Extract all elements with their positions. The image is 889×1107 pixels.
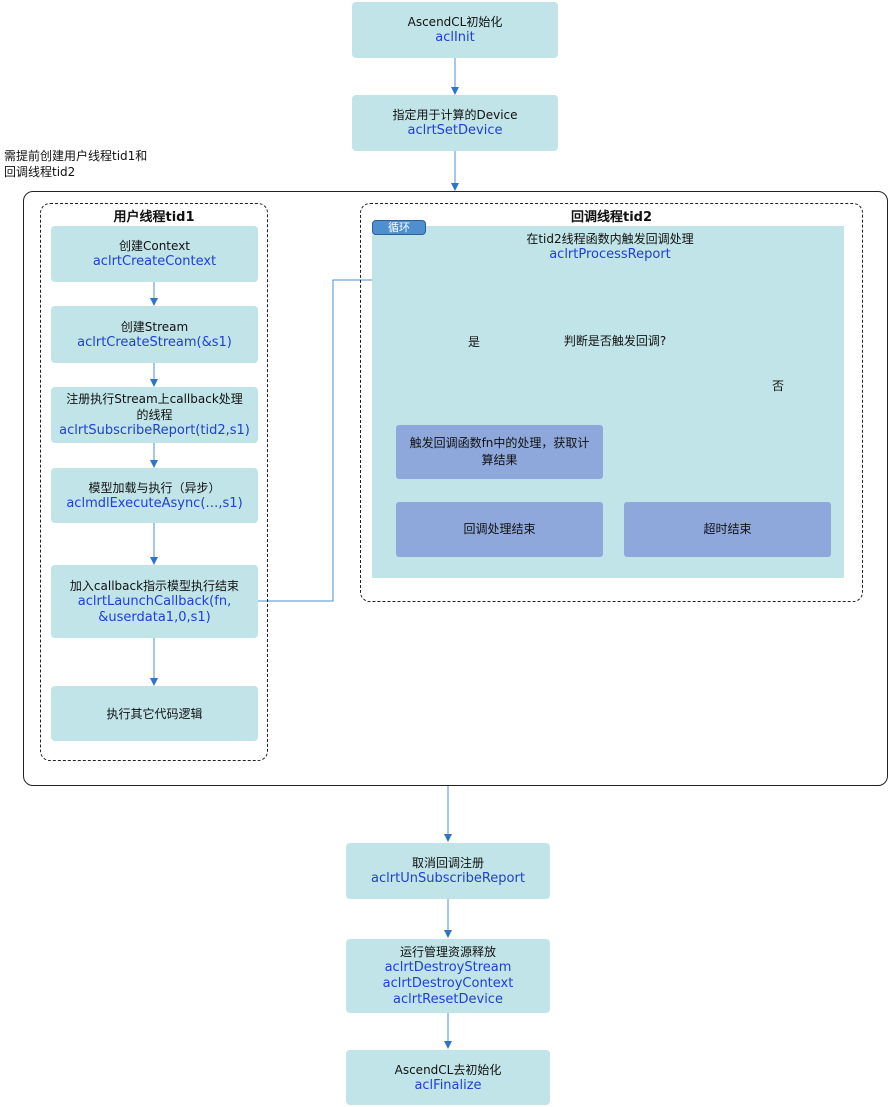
thread-note-line2: 回调线程tid2 <box>4 165 76 179</box>
process-report-text: 在tid2线程函数内触发回调处理 aclrtProcessReport <box>440 230 780 264</box>
execute-label: 模型加载与执行（异步） <box>88 480 221 495</box>
launch-callback-label: 加入callback指示模型执行结束 <box>69 578 240 593</box>
decision-label: 判断是否触发回调? <box>563 334 667 348</box>
unsubscribe-api: aclrtUnSubscribeReport <box>371 871 525 886</box>
create-stream-box: 创建Stream aclrtCreateStream(&s1) <box>51 306 258 363</box>
unsubscribe-box: 取消回调注册 aclrtUnSubscribeReport <box>346 843 550 899</box>
set-device-box: 指定用于计算的Device aclrtSetDevice <box>352 95 558 151</box>
create-context-api: aclrtCreateContext <box>92 254 217 269</box>
launch-callback-api-1: aclrtLaunchCallback(fn, <box>77 593 232 609</box>
create-stream-label: 创建Stream <box>120 319 189 334</box>
callback-end-label: 回调处理结束 <box>463 522 536 536</box>
threads-container <box>23 191 888 786</box>
init-label: AscendCL初始化 <box>407 15 503 29</box>
thread-note: 需提前创建用户线程tid1和 回调线程tid2 <box>4 148 147 180</box>
release-label: 运行管理资源释放 <box>399 945 496 959</box>
thread-note-line1: 需提前创建用户线程tid1和 <box>4 149 148 163</box>
other-logic-box: 执行其它代码逻辑 <box>51 686 258 741</box>
execute-api: aclmdlExecuteAsync(…,s1) <box>66 495 243 511</box>
process-report-label: 在tid2线程函数内触发回调处理 <box>526 232 694 246</box>
decision-no-label: 否 <box>772 377 785 394</box>
create-context-box: 创建Context aclrtCreateContext <box>51 226 258 282</box>
trigger-callback-line1: 触发回调函数fn中的处理，获取计 <box>409 436 590 450</box>
finalize-label: AscendCL去初始化 <box>394 1062 502 1077</box>
callback-thread-title: 回调线程tid2 <box>570 210 653 225</box>
process-report-api: aclrtProcessReport <box>549 247 671 262</box>
loop-tag: 循环 <box>372 220 426 235</box>
finalize-box: AscendCL去初始化 aclFinalize <box>346 1050 550 1105</box>
timeout-end-box: 超时结束 <box>624 502 831 557</box>
init-box: AscendCL初始化 aclInit <box>352 2 558 58</box>
launch-callback-box: 加入callback指示模型执行结束 aclrtLaunchCallback(f… <box>51 565 258 638</box>
execute-box: 模型加载与执行（异步） aclmdlExecuteAsync(…,s1) <box>51 468 258 523</box>
subscribe-box: 注册执行Stream上callback处理 的线程 aclrtSubscribe… <box>51 387 258 443</box>
launch-callback-api-2: &userdata1,0,s1) <box>98 609 211 625</box>
release-box: 运行管理资源释放 aclrtDestroyStream aclrtDestroy… <box>346 939 550 1013</box>
trigger-callback-line2: 算结果 <box>481 453 518 467</box>
other-logic-label: 执行其它代码逻辑 <box>106 706 203 721</box>
create-context-label: 创建Context <box>118 239 190 253</box>
release-api-1: aclrtDestroyStream <box>384 960 512 975</box>
finalize-api: aclFinalize <box>414 1077 482 1093</box>
unsubscribe-label: 取消回调注册 <box>411 856 484 870</box>
set-device-label: 指定用于计算的Device <box>392 108 518 122</box>
decision-yes-label: 是 <box>468 333 481 350</box>
subscribe-label-2: 的线程 <box>136 408 173 422</box>
timeout-end-label: 超时结束 <box>703 522 752 536</box>
user-thread-frame <box>40 203 268 761</box>
callback-end-box: 回调处理结束 <box>396 502 603 557</box>
release-api-3: aclrtResetDevice <box>393 992 503 1007</box>
init-api: aclInit <box>435 30 475 45</box>
create-stream-api: aclrtCreateStream(&s1) <box>77 334 232 350</box>
release-api-2: aclrtDestroyContext <box>382 976 514 991</box>
callback-thread-frame <box>360 203 863 602</box>
set-device-api: aclrtSetDevice <box>407 123 503 138</box>
trigger-callback-box: 触发回调函数fn中的处理，获取计 算结果 <box>396 425 603 479</box>
user-thread-title: 用户线程tid1 <box>113 210 195 225</box>
subscribe-api: aclrtSubscribeReport(tid2,s1) <box>59 423 250 438</box>
subscribe-label-1: 注册执行Stream上callback处理 <box>66 392 243 406</box>
